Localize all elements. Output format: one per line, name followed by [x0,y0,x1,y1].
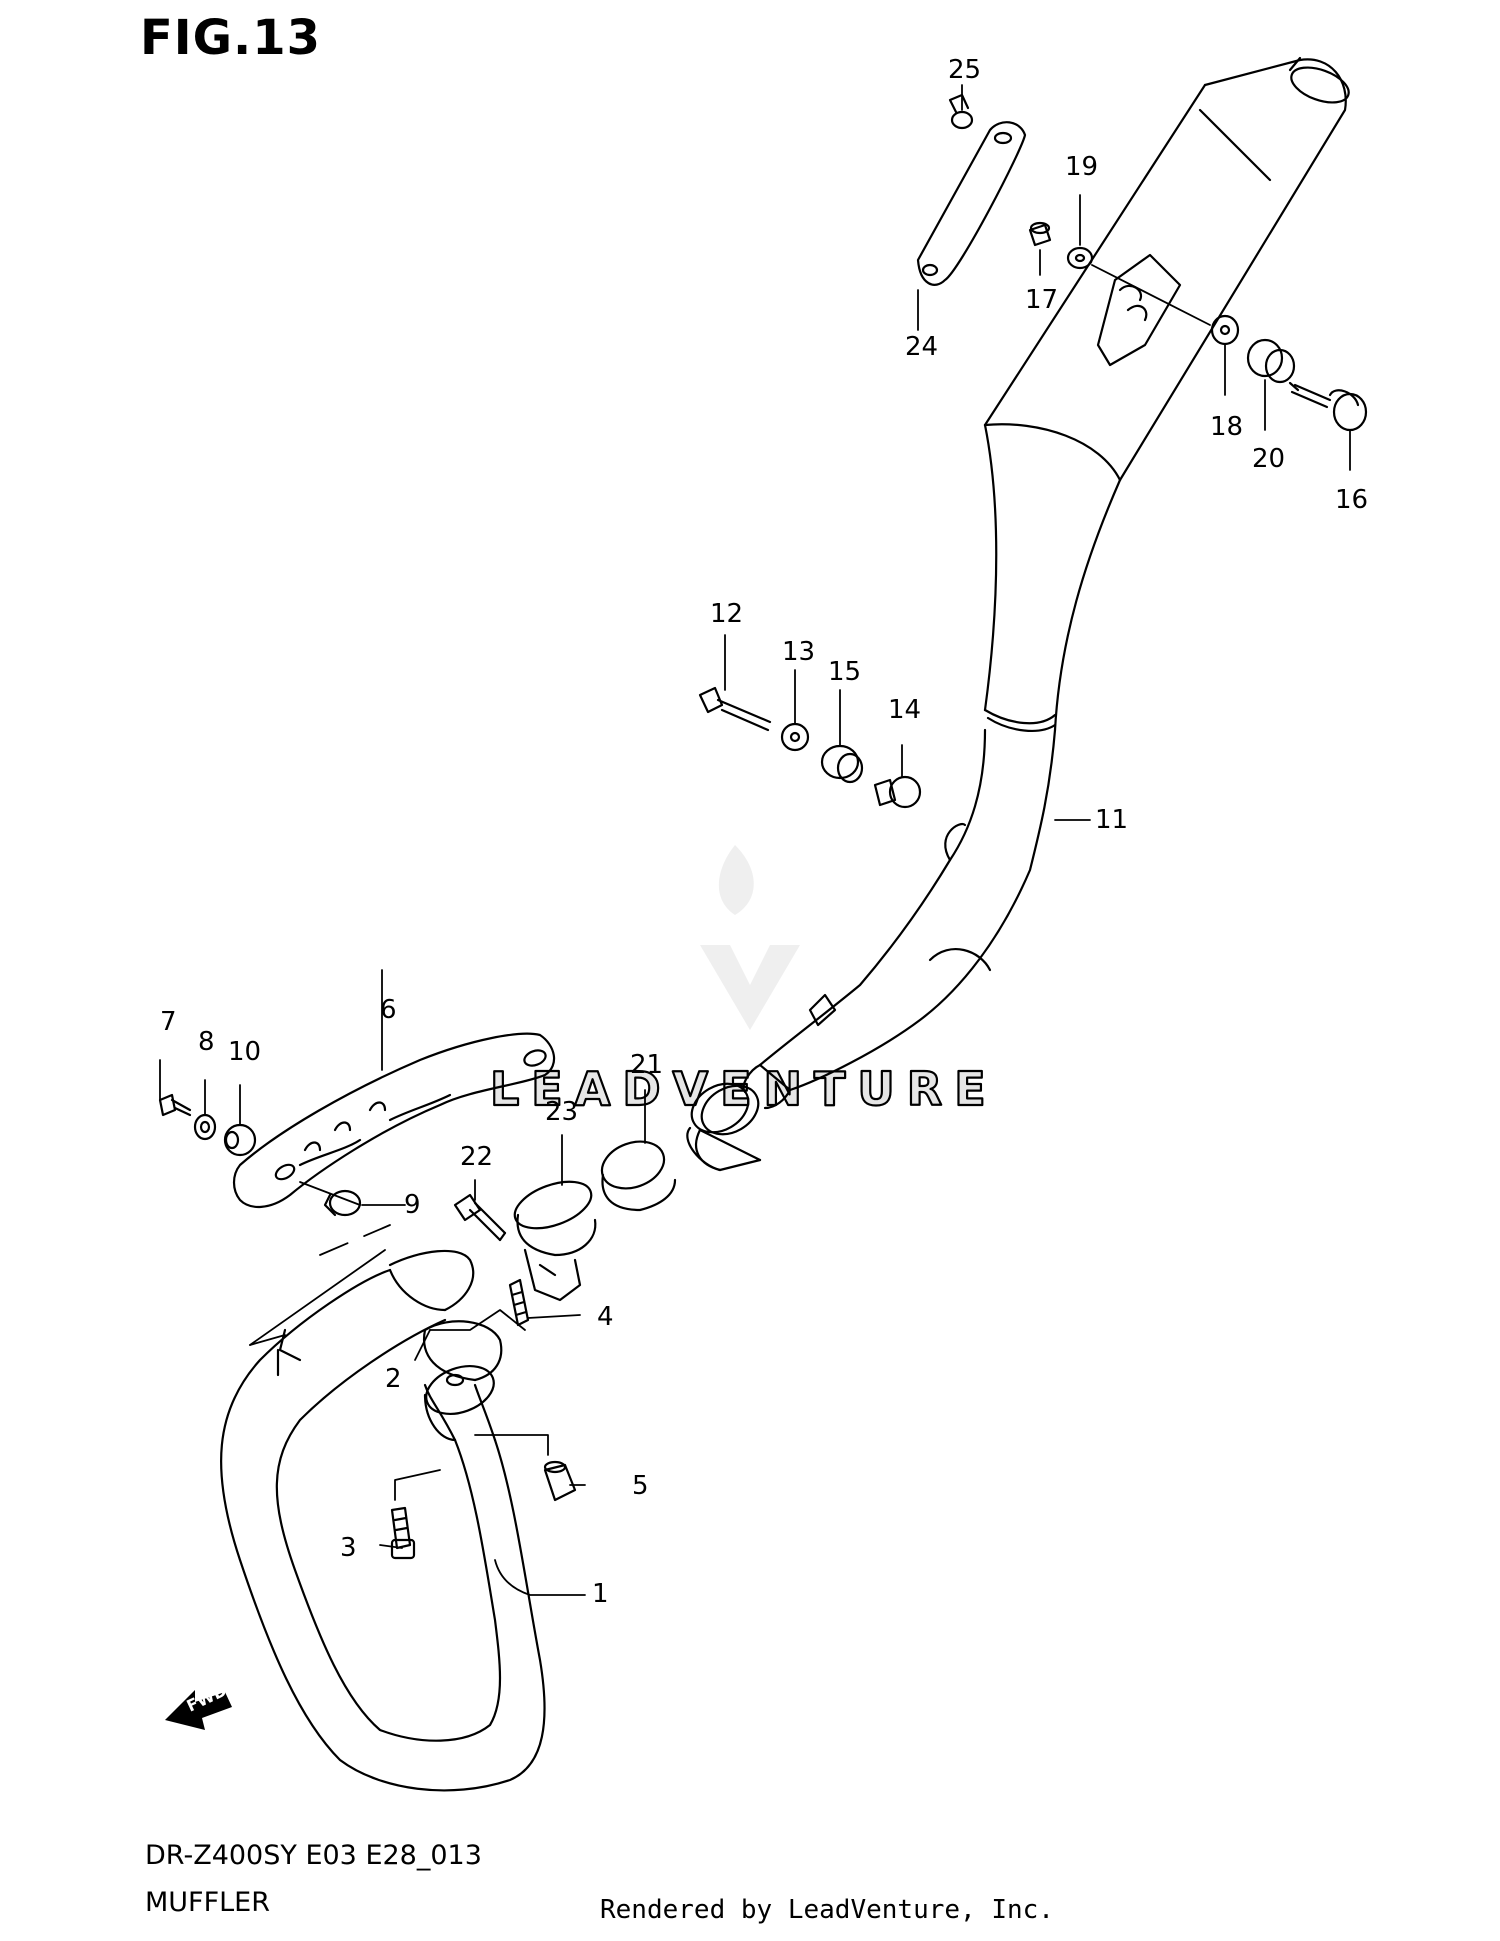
watermark-text: LEADVENTURE [490,1062,998,1116]
bush-9 [323,1189,362,1217]
callout-1: 1 [592,1579,609,1609]
callout-17: 17 [1025,285,1058,315]
bolt-22 [453,1193,507,1242]
callout-4: 4 [597,1302,614,1332]
callout-8: 8 [198,1027,215,1057]
callout-23: 23 [545,1097,578,1127]
leader-lines [159,84,1351,1596]
callout-18: 18 [1210,412,1243,442]
washer-18 [1210,314,1240,346]
bracket-24 [916,121,1027,286]
bolt-7 [158,1093,192,1117]
callout-9: 9 [404,1190,421,1220]
rendered-by-credit: Rendered by LeadVenture, Inc. [600,1895,1054,1925]
heat-shield [232,1032,556,1208]
callout-21: 21 [630,1050,663,1080]
callout-15: 15 [828,657,861,687]
callout-14: 14 [888,695,921,725]
watermark: LEADVENTURE [489,845,998,1117]
clamp [513,1180,597,1302]
callout-2: 2 [385,1364,402,1394]
bush-14 [873,775,922,809]
bolt-12 [698,686,772,732]
callout-labels: 1 2 3 4 5 6 7 8 9 10 11 12 13 14 15 16 1… [160,55,1368,1716]
callout-25: 25 [948,55,981,85]
washer-8 [193,1113,217,1141]
nut-17 [1028,221,1052,247]
callout-6: 6 [380,995,397,1025]
stud-4 [508,1278,530,1327]
figure-title: FIG.13 [140,10,322,66]
callout-12: 12 [710,599,743,629]
bush-20 [1246,338,1296,384]
callout-5: 5 [632,1471,649,1501]
callout-19: 19 [1065,152,1098,182]
bolt-16 [1288,381,1368,432]
callout-16: 16 [1335,485,1368,515]
callout-20: 20 [1252,444,1285,474]
callout-11: 11 [1095,805,1128,835]
washer-13 [780,722,810,752]
bolt-25 [948,93,974,130]
bush-10 [223,1123,257,1157]
callout-22: 22 [460,1142,493,1172]
bolt-3 [390,1506,416,1560]
callout-7: 7 [160,1007,177,1037]
nut-5 [543,1460,577,1502]
section-name: MUFFLER [145,1887,270,1918]
bush-15 [820,744,864,784]
washer-19 [1066,246,1094,270]
muffler-canister [983,56,1350,732]
callout-10: 10 [228,1037,261,1067]
callout-3: 3 [340,1533,357,1563]
fwd-arrow-icon [165,1690,232,1730]
head-pipe [220,1249,546,1792]
callout-24: 24 [905,332,938,362]
joint-pipe [600,1082,750,1212]
callout-13: 13 [782,637,815,667]
model-code: DR-Z400SY E03 E28_013 [145,1840,482,1871]
